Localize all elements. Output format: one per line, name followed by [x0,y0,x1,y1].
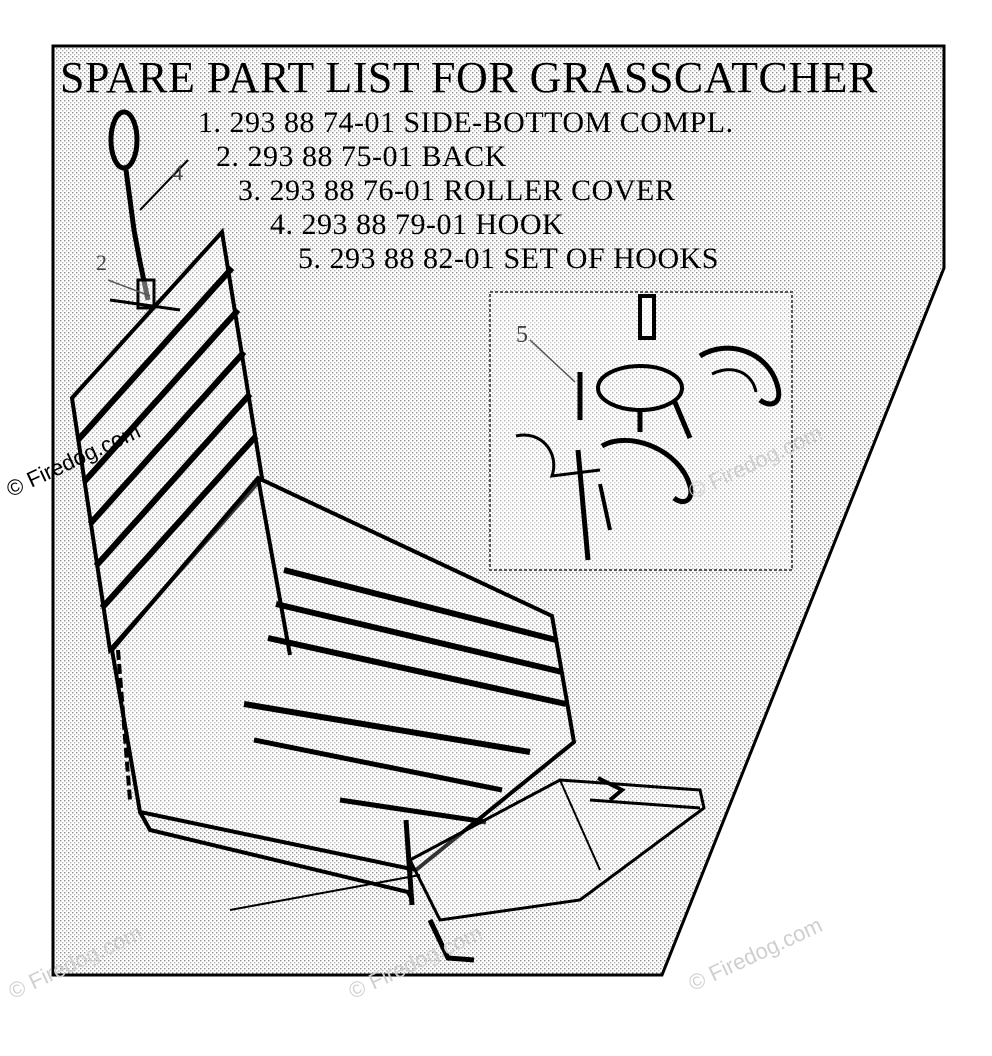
callout-2: 2 [96,250,108,275]
inset-hook-assembly [515,294,782,561]
diagram-title: SPARE PART LIST FOR GRASSCATCHER [60,53,878,102]
part-line-1: 1. 293 88 74-01 SIDE-BOTTOM COMPL. [198,106,734,139]
side-bottom-body [109,475,577,906]
callout-leaders [107,279,576,383]
back-panel [69,227,265,655]
callout-5: 5 [516,322,529,348]
part-line-2: 2. 293 88 75-01 BACK [216,140,507,173]
roller-cover [229,776,706,963]
part-line-3: 3. 293 88 76-01 ROLLER COVER [238,174,676,207]
part-line-5: 5. 293 88 82-01 SET OF HOOKS [298,242,719,275]
callout-4: 4 [172,160,184,185]
part-line-4: 4. 293 88 79-01 HOOK [270,208,565,241]
